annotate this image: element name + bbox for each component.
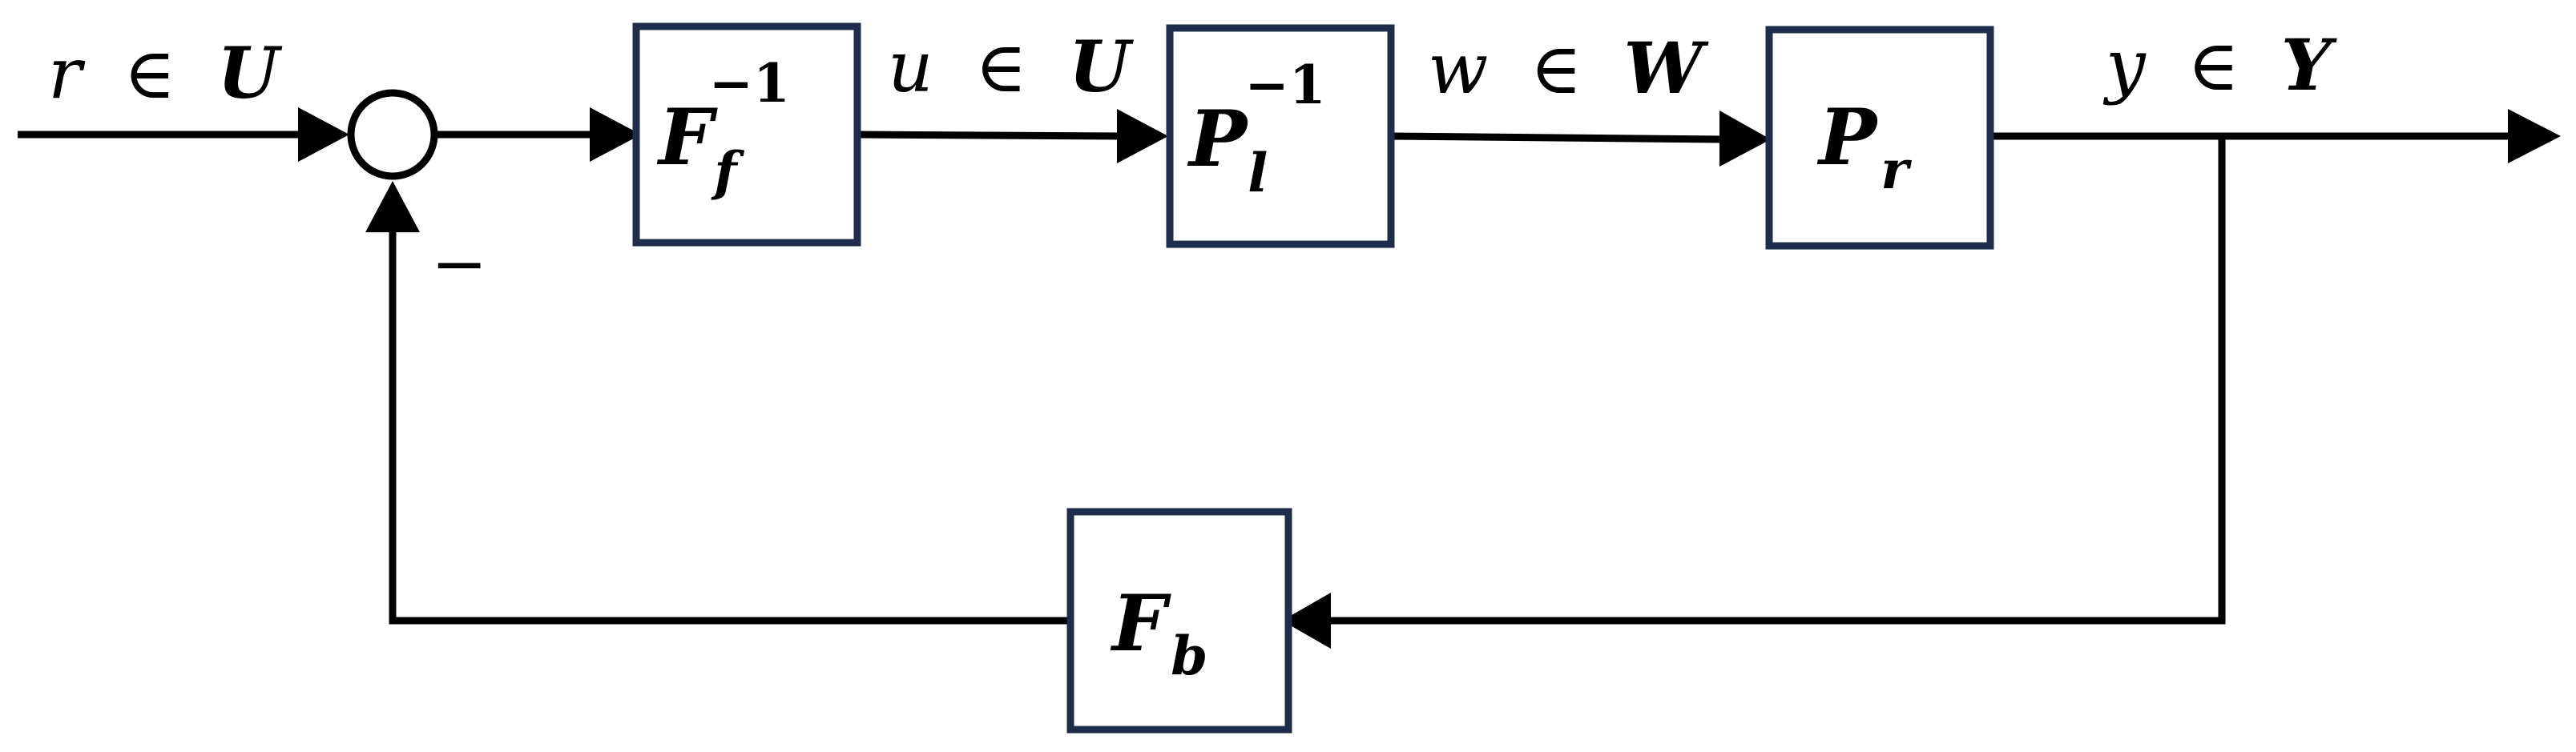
block-pr-main: P — [1816, 92, 1879, 183]
arrowhead-output — [2508, 109, 2561, 163]
block-pl-inverse-sub: l — [1248, 142, 1268, 204]
block-pl-inverse-sup: −1 — [1244, 54, 1325, 116]
block-fb-sub: b — [1171, 625, 1207, 687]
block-pr-sub: r — [1881, 139, 1912, 201]
signal-r-var: r — [48, 32, 86, 115]
block-pr: P r — [1765, 26, 1994, 250]
signal-y-op: ∈ — [2187, 24, 2239, 107]
signal-y-var: y — [2102, 24, 2147, 107]
block-fb-label: F b — [1110, 578, 1207, 687]
arrowhead-into-sum — [298, 107, 349, 162]
signal-label-r: r ∈ U — [48, 31, 283, 115]
feedback-wire-y-to-fb — [1326, 136, 2226, 625]
signal-u-var: u — [888, 26, 933, 108]
signal-label-u: u ∈ U — [888, 25, 1135, 108]
arrowhead-feedback-into-sum — [365, 181, 420, 232]
block-ff-inverse-sup: −1 — [709, 52, 790, 115]
signal-u-set: U — [1069, 25, 1135, 108]
block-pr-label: P r — [1816, 92, 1912, 201]
wire-ff-inv-to-pl-inv-u — [857, 131, 1123, 140]
signal-r-set: U — [217, 31, 283, 115]
block-pl-inverse-label: P l −1 — [1187, 54, 1326, 204]
summing-junction — [347, 89, 438, 180]
signal-w-set: W — [1623, 26, 1709, 110]
block-pl-inverse-frame — [1166, 24, 1395, 248]
block-ff-inverse-main: F — [656, 92, 718, 183]
wire-pl-inv-to-pr-w — [1390, 132, 1723, 143]
block-fb-main: F — [1110, 578, 1171, 669]
signal-label-w: w ∈ W — [1428, 26, 1709, 110]
feedback-minus-sign: − — [431, 224, 487, 303]
signal-y-set: Y — [2281, 23, 2337, 107]
arrowhead-into-ff-inv — [590, 107, 641, 162]
arrowhead-into-fb — [1282, 593, 1331, 649]
block-ff-inverse-frame — [632, 22, 861, 247]
feedback-wire-fb-to-sum — [389, 229, 1067, 625]
block-ff-inverse: F f −1 — [632, 22, 861, 247]
signal-u-op: ∈ — [975, 26, 1027, 108]
block-pl-inverse-main: P — [1187, 94, 1249, 184]
signal-r-op: ∈ — [123, 32, 175, 115]
arrowhead-into-pr — [1719, 111, 1771, 167]
block-fb-frame — [1066, 508, 1292, 734]
arrowhead-into-pl-inv — [1117, 109, 1168, 163]
block-ff-inverse-label: F f −1 — [656, 52, 790, 203]
signal-w-op: ∈ — [1530, 27, 1582, 110]
block-fb: F b — [1066, 508, 1292, 734]
block-pr-frame — [1765, 26, 1994, 250]
block-pl-inverse: P l −1 — [1166, 24, 1395, 248]
signal-label-y: y ∈ Y — [2102, 23, 2337, 107]
signal-w-var: w — [1428, 27, 1488, 110]
